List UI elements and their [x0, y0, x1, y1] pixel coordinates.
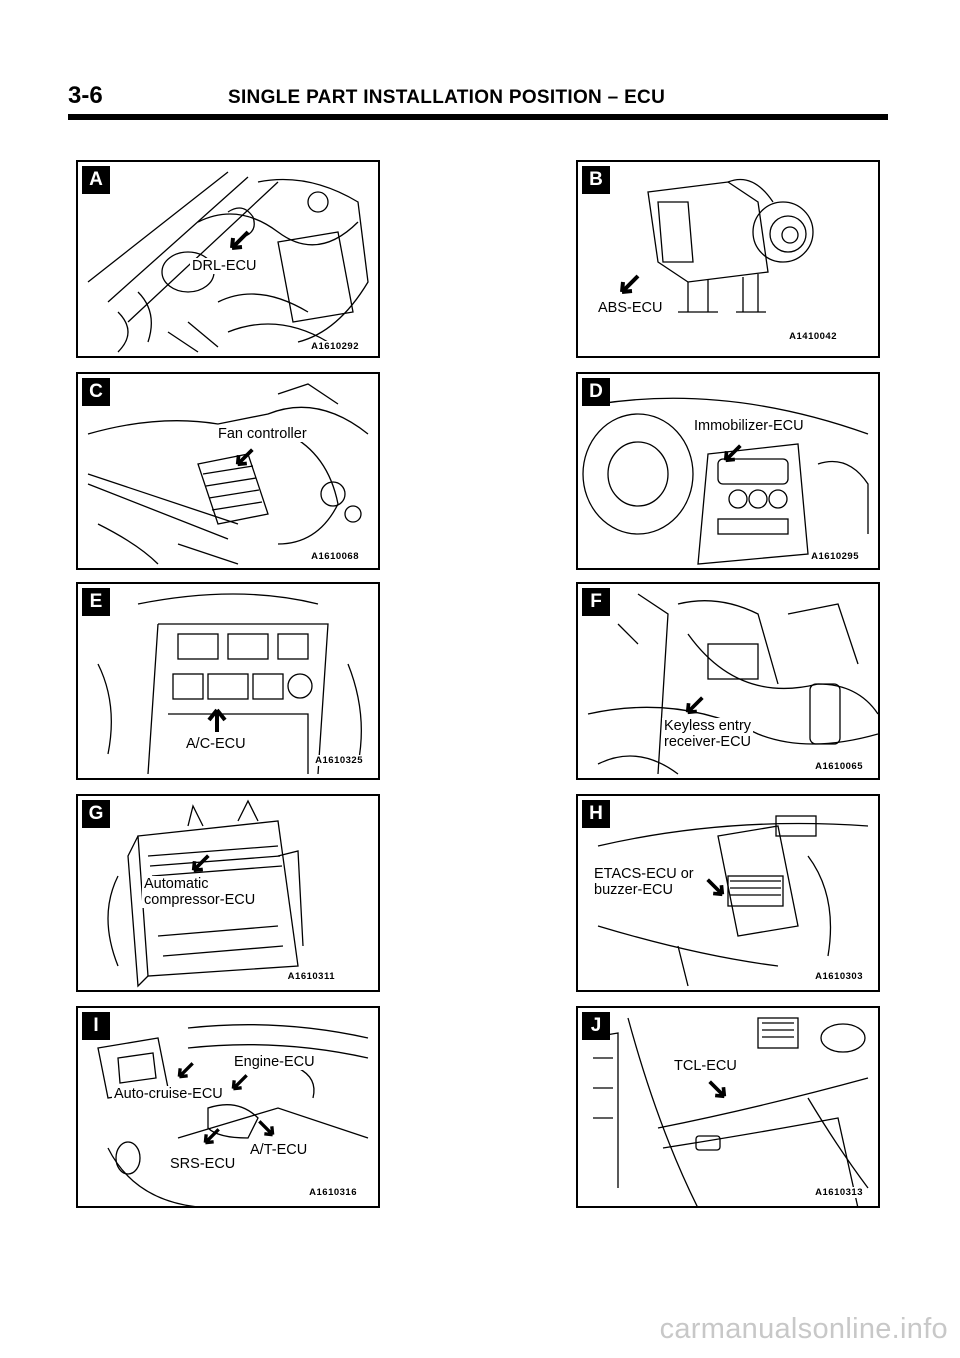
label-engine-ecu: Engine-ECU	[232, 1054, 317, 1070]
figure-ref: A1610325	[314, 755, 364, 766]
label-compressor-ecu: compressor-ECU	[142, 892, 258, 908]
panel-letter: H	[582, 800, 610, 828]
page-title: SINGLE PART INSTALLATION POSITION – ECU	[228, 87, 666, 108]
panel-c: C Fan controller A1610068	[76, 372, 380, 570]
label-fan-controller: Fan controller	[216, 426, 309, 442]
interior-wiring-drawing	[587, 593, 878, 775]
pointer-arrow-icon	[231, 1074, 248, 1091]
label-receiver-ecu: receiver-ECU	[662, 734, 754, 750]
panel-a: A DRL-ECU A1610292	[76, 160, 380, 358]
panel-d: D Immobilizer-ECU A1610295	[576, 372, 880, 570]
figure-ref: A1610295	[810, 551, 860, 562]
panel-letter: J	[582, 1012, 610, 1040]
panel-j: J TCL-ECU A1610313	[576, 1006, 880, 1208]
panel-b: B ABS-ECU A1410042	[576, 160, 880, 358]
page-number: 3-6	[68, 82, 103, 109]
pointer-arrow-icon	[207, 708, 227, 732]
page-header: 3-6 SINGLE PART INSTALLATION POSITION – …	[68, 82, 888, 118]
pointer-arrow-icon	[203, 1128, 220, 1145]
header-rule	[68, 114, 888, 120]
panel-letter: D	[582, 378, 610, 406]
engine-bay-drawing	[87, 171, 369, 353]
pointer-arrow-icon	[723, 444, 742, 463]
label-ac-ecu: A/C-ECU	[184, 736, 248, 752]
panel-h: H ETACS-ECU or buzzer-ECU A1610303	[576, 794, 880, 992]
pointer-arrow-icon	[230, 230, 250, 250]
label-etacs-ecu: ETACS-ECU or	[592, 866, 696, 882]
pointer-arrow-icon	[235, 448, 254, 467]
pointer-arrow-icon	[708, 1080, 727, 1099]
label-srs-ecu: SRS-ECU	[168, 1156, 238, 1172]
fan-area-drawing	[87, 383, 369, 565]
pointer-arrow-icon	[685, 696, 704, 715]
label-keyless-entry: Keyless entry	[662, 718, 754, 734]
glove-box-drawing	[587, 1017, 869, 1206]
label-immobilizer-ecu: Immobilizer-ECU	[692, 418, 806, 434]
figure-ref: A1610303	[814, 971, 864, 982]
figure-ref: A1410042	[788, 331, 838, 342]
label-buzzer-ecu: buzzer-ECU	[592, 882, 675, 898]
figure-ref: A1610065	[814, 761, 864, 772]
panel-letter: F	[582, 588, 610, 616]
floor-console-drawing	[97, 1024, 369, 1206]
panel-letter: B	[582, 166, 610, 194]
center-console-drawing	[97, 593, 362, 775]
dashboard-drawing	[582, 397, 869, 565]
panel-letter: I	[82, 1012, 110, 1040]
panel-letter: E	[82, 588, 110, 616]
label-drl-ecu: DRL-ECU	[190, 258, 259, 274]
fuse-box-drawing	[597, 815, 869, 987]
label-automatic: Automatic	[142, 876, 211, 892]
figure-ref: A1610313	[814, 1187, 864, 1198]
panel-i: I Engine-ECU Auto-cruise-ECU A/T-ECU SRS…	[76, 1006, 380, 1208]
abs-unit-drawing	[647, 178, 814, 313]
pointer-arrow-icon	[706, 878, 725, 897]
panel-letter: C	[82, 378, 110, 406]
pointer-arrow-icon	[177, 1062, 194, 1079]
label-abs-ecu: ABS-ECU	[596, 300, 665, 316]
figure-ref: A1610068	[310, 551, 360, 562]
panel-f: F Keyless entry receiver-ECU A1610065	[576, 582, 880, 780]
label-at-ecu: A/T-ECU	[248, 1142, 310, 1158]
panel-e: E A/C-ECU A1610325	[76, 582, 380, 780]
watermark: carmanualsonline.info	[659, 1313, 948, 1345]
figure-ref: A1610292	[310, 341, 360, 352]
pointer-arrow-icon	[620, 274, 640, 294]
label-auto-cruise-ecu: Auto-cruise-ECU	[112, 1086, 225, 1102]
pointer-arrow-icon	[258, 1120, 275, 1137]
compressor-unit-drawing	[107, 799, 304, 988]
panel-letter: A	[82, 166, 110, 194]
pointer-arrow-icon	[191, 854, 210, 873]
panel-letter: G	[82, 800, 110, 828]
figure-ref: A1610311	[286, 971, 336, 982]
label-tcl-ecu: TCL-ECU	[672, 1058, 739, 1074]
panel-g: G Automatic compressor-ECU A1610311	[76, 794, 380, 992]
figure-ref: A1610316	[308, 1187, 358, 1198]
